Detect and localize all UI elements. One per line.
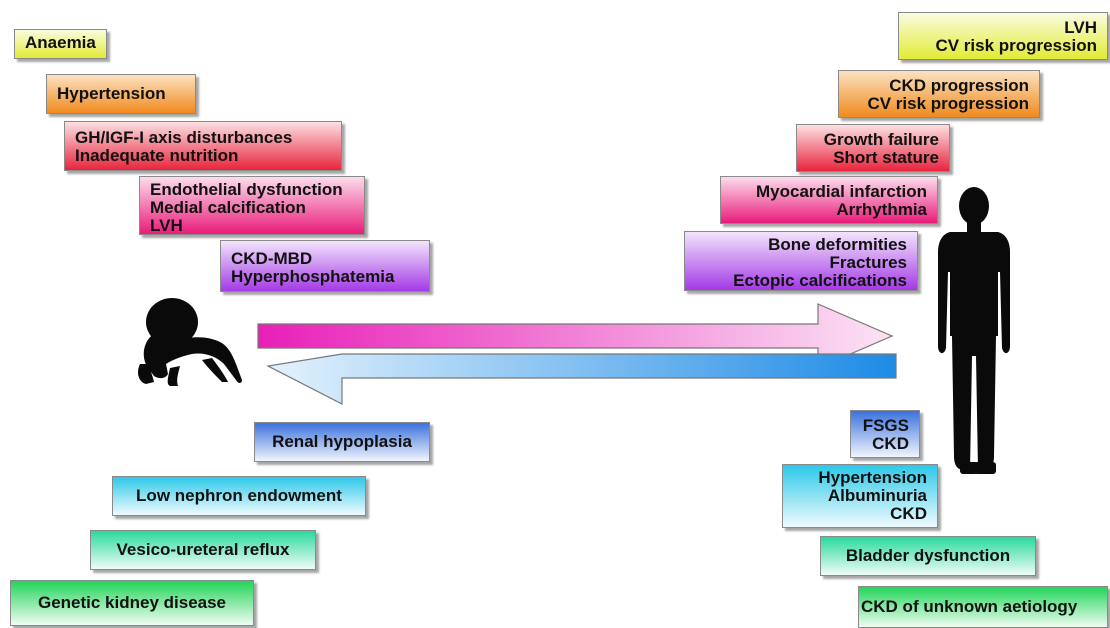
box-ckd-progression: CKD progression CV risk progression [838, 70, 1040, 118]
backward-arrow [266, 353, 897, 405]
box-line: Bone deformities [768, 235, 907, 254]
box-renal-hypoplasia: Renal hypoplasia [254, 422, 430, 462]
box-line: Renal hypoplasia [272, 432, 412, 451]
box-hypertension-late: Hypertension Albuminuria CKD [782, 464, 938, 528]
box-line: Myocardial infarction [756, 182, 927, 201]
box-line: Growth failure [823, 130, 939, 149]
progression-arrows [257, 303, 897, 405]
box-line: CKD progression [889, 76, 1029, 95]
box-line: Endothelial dysfunction [150, 180, 343, 199]
box-hypertension-early: Hypertension [46, 74, 196, 114]
box-line: Hypertension [818, 468, 927, 487]
box-fsgs: FSGS CKD [850, 410, 920, 458]
box-anaemia: Anaemia [14, 29, 107, 59]
box-line: GH/IGF-I axis disturbances [75, 128, 293, 147]
box-line: Bladder dysfunction [845, 546, 1011, 565]
box-line: CKD of unknown aetiology [861, 597, 1078, 616]
box-line: Fractures [829, 253, 907, 272]
box-genetic-kidney: Genetic kidney disease [10, 580, 254, 626]
adult-silhouette-icon [934, 186, 1014, 478]
box-line: Inadequate nutrition [75, 146, 239, 165]
box-line: Medial calcification [150, 198, 306, 217]
box-line: CKD-MBD [231, 249, 313, 268]
box-line: LVH [1064, 18, 1097, 37]
box-line: CKD [872, 434, 909, 453]
box-line: Low nephron endowment [136, 486, 342, 505]
box-endothelial: Endothelial dysfunction Medial calcifica… [139, 176, 365, 235]
box-line: Vesico-ureteral reflux [116, 540, 290, 559]
box-vesico-ureteral: Vesico-ureteral reflux [90, 530, 316, 570]
box-line: CV risk progression [935, 36, 1097, 55]
box-line: LVH [150, 216, 183, 235]
box-line: CV risk progression [867, 94, 1029, 113]
box-ckd-mbd: CKD-MBD Hyperphosphatemia [220, 240, 430, 292]
box-myocardial: Myocardial infarction Arrhythmia [720, 176, 938, 224]
box-line: Ectopic calcifications [733, 271, 907, 290]
forward-arrow [257, 303, 894, 369]
box-gh-igf: GH/IGF-I axis disturbances Inadequate nu… [64, 121, 342, 171]
box-line: FSGS [862, 416, 909, 435]
baby-silhouette-icon [132, 294, 244, 390]
box-bone-deformities: Bone deformities Fractures Ectopic calci… [684, 231, 918, 291]
box-growth-failure: Growth failure Short stature [796, 124, 950, 172]
box-line: Arrhythmia [836, 200, 927, 219]
box-line: Anaemia [25, 33, 96, 52]
box-line: Hypertension [57, 84, 166, 103]
box-ckd-unknown: CKD of unknown aetiology [858, 586, 1108, 628]
box-line: CKD [890, 504, 927, 523]
box-line: Genetic kidney disease [37, 593, 227, 612]
box-line: Albuminuria [827, 486, 927, 505]
box-line: Hyperphosphatemia [231, 267, 395, 286]
box-low-nephron: Low nephron endowment [112, 476, 366, 516]
box-line: Short stature [833, 148, 939, 167]
box-bladder: Bladder dysfunction [820, 536, 1036, 576]
box-lvh-cv: LVH CV risk progression [898, 12, 1108, 60]
